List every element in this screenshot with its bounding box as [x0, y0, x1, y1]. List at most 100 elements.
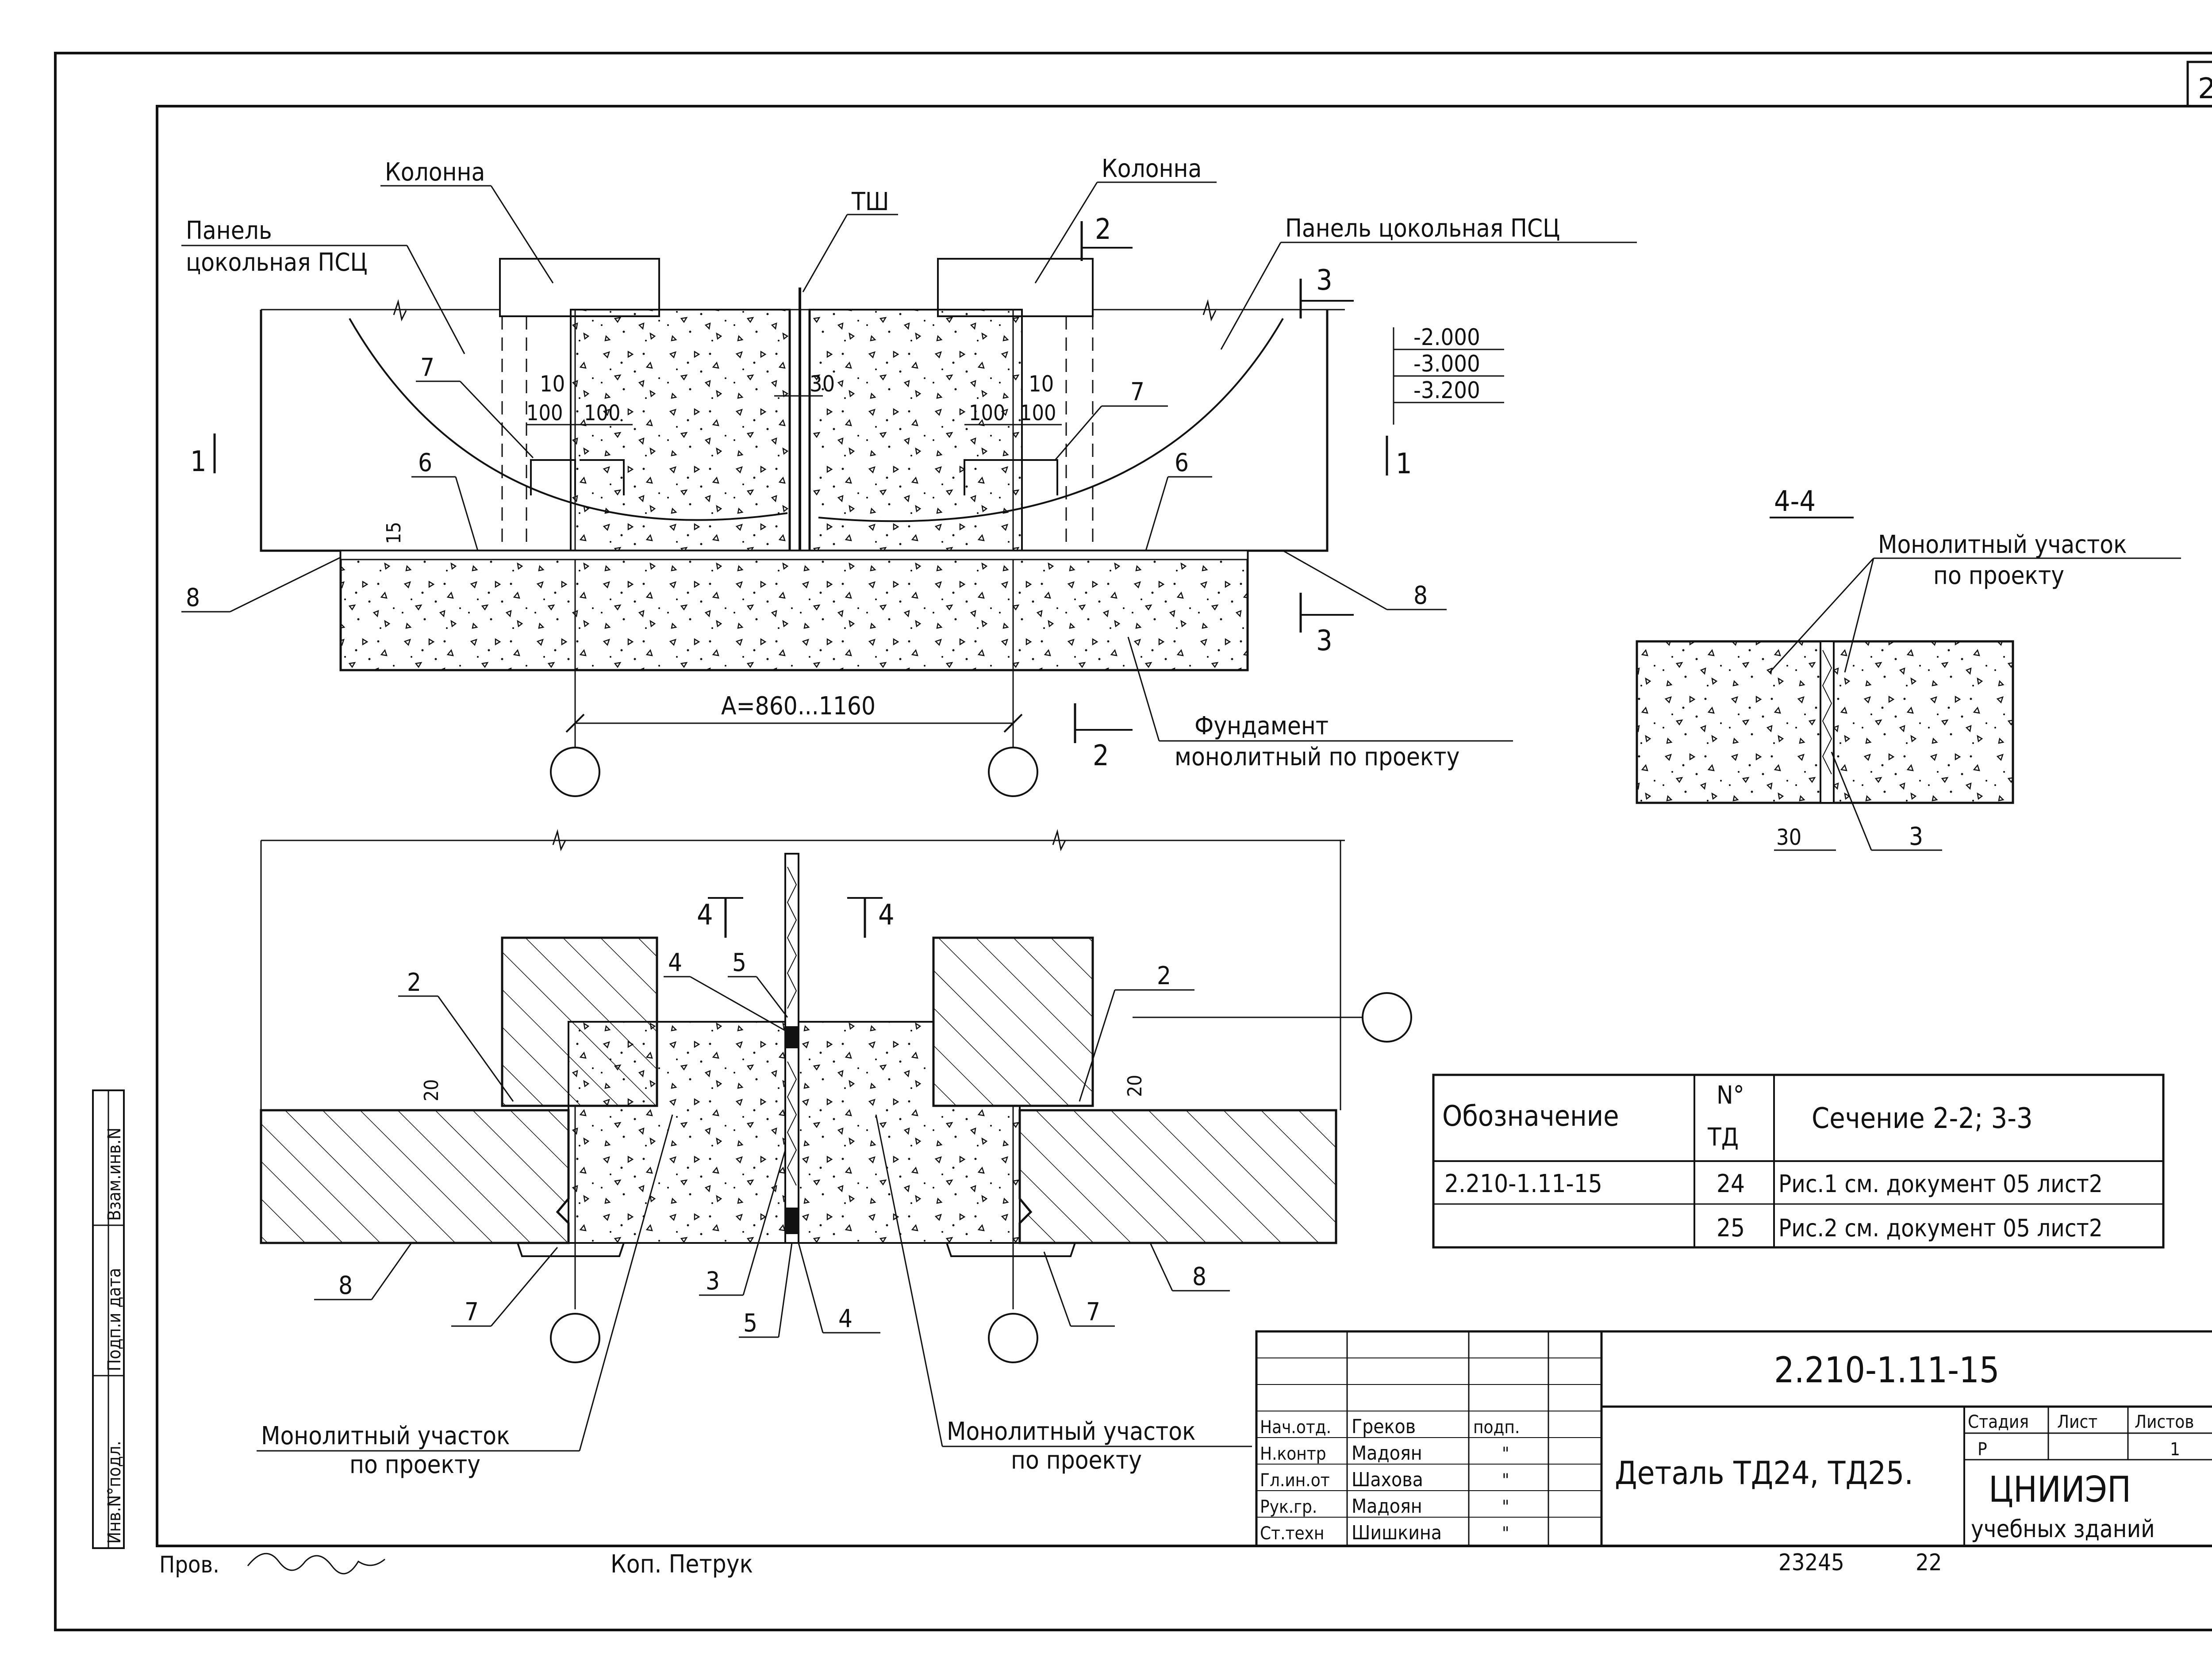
spec-row-1-code: 2.210-1.11-15 — [1444, 1170, 1602, 1198]
cut-3-bottom: 3 — [1316, 625, 1333, 657]
pos-8-bottom-left: 8 — [338, 1271, 353, 1300]
spec-header-designation: Обозначение — [1442, 1100, 1619, 1133]
plan-axis-bubble-left — [550, 1313, 600, 1363]
pos-8-bottom-right: 8 — [1192, 1262, 1206, 1291]
plan-axis-bubble-right — [988, 1313, 1038, 1363]
margin-label-2: Подп.и дата — [104, 1268, 125, 1371]
plan-section: 4 4 2 2 4 5 8 8 7 7 3 5 4 — [257, 829, 1412, 1479]
sheets-header: Листов — [2135, 1412, 2194, 1432]
cut-1-right: 1 — [1396, 448, 1412, 480]
plan-monolithic-left-2: по проекту — [349, 1450, 480, 1479]
dim-20-right: 20 — [1124, 1075, 1146, 1097]
label-panel-left-1: Панель — [186, 216, 272, 245]
sig-role-3: Гл.ин.от — [1260, 1470, 1330, 1491]
section-44-dim-30: 30 — [1776, 824, 1801, 850]
sig-name-3: Шахова — [1352, 1469, 1423, 1491]
margin-stamp: Взам.инв.N Подп.и дата Инв.N°подл. — [92, 1089, 125, 1549]
page-number: 21 — [2198, 73, 2212, 105]
plan-panel-right — [1018, 1109, 1337, 1244]
cut-1-left: 1 — [190, 445, 207, 478]
sig-name-2: Мадоян — [1352, 1442, 1422, 1465]
pos-8-top-left: 8 — [186, 583, 200, 612]
drawing-code: 2.210-1.11-15 — [1774, 1350, 2000, 1391]
label-foundation-1: Фундамент — [1194, 712, 1329, 740]
dim-100-left-b: 100 — [584, 401, 620, 426]
sheet-header: Лист — [2057, 1412, 2097, 1432]
sig-sign-3: " — [1502, 1470, 1509, 1491]
organization-2: учебных зданий — [1971, 1515, 2155, 1543]
spec-header-td-2: ТД — [1707, 1123, 1739, 1152]
monolithic-fill-left — [570, 309, 791, 552]
spec-row-2-td: 25 — [1717, 1214, 1745, 1242]
checker-signature — [247, 1553, 385, 1575]
dim-10-right: 10 — [1029, 371, 1054, 397]
spec-row-1-ref: Рис.1 см. документ 05 лист2 — [1778, 1170, 2103, 1198]
spec-row-1-td: 24 — [1717, 1170, 1745, 1198]
pos-5-top: 5 — [732, 948, 746, 977]
sig-name-5: Шишкина — [1352, 1522, 1442, 1544]
sig-name-1: Греков — [1352, 1415, 1416, 1438]
sig-role-1: Нач.отд. — [1260, 1417, 1331, 1438]
sig-sign-2: " — [1502, 1444, 1509, 1464]
elevation-1: -2.000 — [1413, 324, 1480, 351]
sig-sign-4: " — [1502, 1497, 1509, 1517]
title-block: Нач.отд. Греков подп. Н.контр Мадоян " Г… — [1255, 1330, 2212, 1547]
copied-by: Коп. Петрук — [611, 1550, 753, 1579]
pos-7-top-left: 7 — [420, 353, 434, 382]
elevation-3: -3.200 — [1413, 377, 1480, 404]
axis-bubble-left — [550, 747, 600, 797]
sig-role-5: Ст.техн — [1260, 1523, 1324, 1544]
pos-2-right: 2 — [1157, 962, 1171, 990]
pos-3-bottom: 3 — [706, 1267, 720, 1296]
checked-by: Пров. — [159, 1552, 219, 1578]
sig-name-4: Мадоян — [1352, 1495, 1422, 1518]
pos-4-bottom: 4 — [838, 1304, 853, 1333]
pos-7-top-right: 7 — [1130, 378, 1144, 406]
plan-monolithic-right-1: Монолитный участок — [947, 1417, 1196, 1446]
margin-label-3: Взам.инв.N — [104, 1127, 125, 1221]
pos-7-bottom-left: 7 — [465, 1298, 479, 1327]
sheets-value: 1 — [2170, 1439, 2180, 1460]
label-panel-left-2: цокольная ПСЦ — [186, 248, 368, 277]
cut-3-top: 3 — [1316, 264, 1333, 297]
sig-role-2: Н.контр — [1260, 1444, 1326, 1464]
section-44-label-1: Монолитный участок — [1878, 530, 2127, 559]
spec-row-2-ref: Рис.2 см. документ 05 лист2 — [1778, 1214, 2103, 1242]
label-foundation-2: монолитный по проекту — [1175, 743, 1459, 771]
sheet-outer-border — [54, 52, 2212, 1631]
margin-label-1: Инв.N°подл. — [104, 1441, 125, 1544]
sig-sign-5: " — [1502, 1523, 1509, 1544]
pos-4-top: 4 — [668, 948, 682, 977]
label-column-right: Колонна — [1102, 154, 1202, 183]
dimension-a: А=860...1160 — [721, 692, 876, 721]
archive-page: 22 — [1916, 1549, 1942, 1576]
stage-value: Р — [1978, 1439, 1987, 1460]
section-44-label-2: по проекту — [1933, 561, 2064, 590]
plan-panel-left — [260, 1109, 570, 1244]
dim-100-right-a: 100 — [969, 401, 1005, 426]
section-44-joint — [1820, 640, 1835, 804]
plan-monolithic-left — [568, 1021, 786, 1244]
spec-header-section: Сечение 2-2; 3-3 — [1812, 1102, 2033, 1135]
spec-header-td: N° — [1717, 1081, 1744, 1110]
organization-1: ЦНИИЭП — [1989, 1469, 2131, 1510]
sig-role-4: Рук.гр. — [1260, 1497, 1317, 1517]
dim-100-right-b: 100 — [1020, 401, 1056, 426]
pos-8-top-right: 8 — [1413, 581, 1428, 610]
pos-7-bottom-right: 7 — [1086, 1298, 1100, 1327]
foundation — [339, 549, 1249, 671]
elevation-2: -3.000 — [1413, 351, 1480, 377]
axis-bubble-right — [988, 747, 1038, 797]
plan-axis-bubble-side — [1362, 992, 1412, 1043]
dim-10-left: 10 — [540, 371, 565, 397]
cut-2-top: 2 — [1095, 213, 1111, 246]
stage-header: Стадия — [1968, 1412, 2029, 1432]
pos-6-top-left: 6 — [418, 449, 432, 477]
pos-5-bottom: 5 — [743, 1309, 757, 1338]
dim-20-left: 20 — [420, 1079, 443, 1101]
section-1-1: А=860...1160 10 100 100 10 100 100 30 15… — [181, 154, 1637, 797]
sheet-frame — [156, 105, 2212, 1547]
dim-30-top: 30 — [810, 371, 835, 397]
label-panel-right: Панель цокольная ПСЦ — [1285, 214, 1560, 243]
